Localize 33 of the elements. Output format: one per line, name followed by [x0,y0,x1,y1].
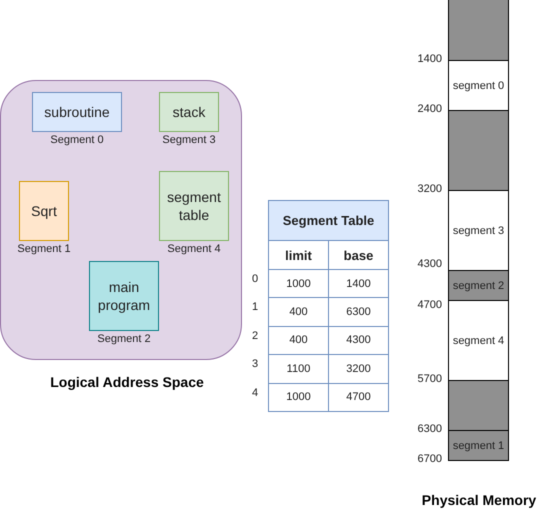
segment-caption: Segment 0 [49,134,105,146]
table-cell: 1000 [268,382,329,412]
address-label: 2400 [416,103,442,117]
address-label: 3200 [416,183,442,197]
memory-segment: segment 1 [449,430,508,460]
segment-box: Sqrt [19,181,69,241]
memory-segment: segment 2 [449,270,508,300]
row-index: 2 [252,330,260,344]
segment-box: segment table [159,171,229,241]
row-index: 3 [252,358,260,372]
segment-caption: Segment 4 [166,243,222,255]
free-memory-block [449,380,508,430]
segment-caption: Segment 2 [96,333,152,345]
address-label: 1400 [416,53,442,67]
row-index: 1 [252,301,260,316]
section-title: Physical Memory [422,492,536,508]
table-title: Segment Table [268,200,389,241]
row-index: 4 [252,386,260,401]
segment-caption: Segment 3 [161,134,217,146]
free-memory-block [449,0,508,60]
address-label: 4300 [416,258,442,272]
row-index: 0 [252,273,260,287]
address-label: 5700 [416,373,442,387]
segment-box: subroutine [32,92,122,132]
segment-box: stack [159,92,219,132]
address-label: 6700 [416,453,442,467]
address-label: 4700 [416,299,442,313]
section-title: Logical Address Space [50,374,204,390]
table-cell: 4700 [328,382,389,412]
segment-box: main program [89,261,159,331]
address-label: 6300 [416,423,442,437]
segment-caption: Segment 1 [16,243,72,255]
free-memory-block [449,110,508,190]
